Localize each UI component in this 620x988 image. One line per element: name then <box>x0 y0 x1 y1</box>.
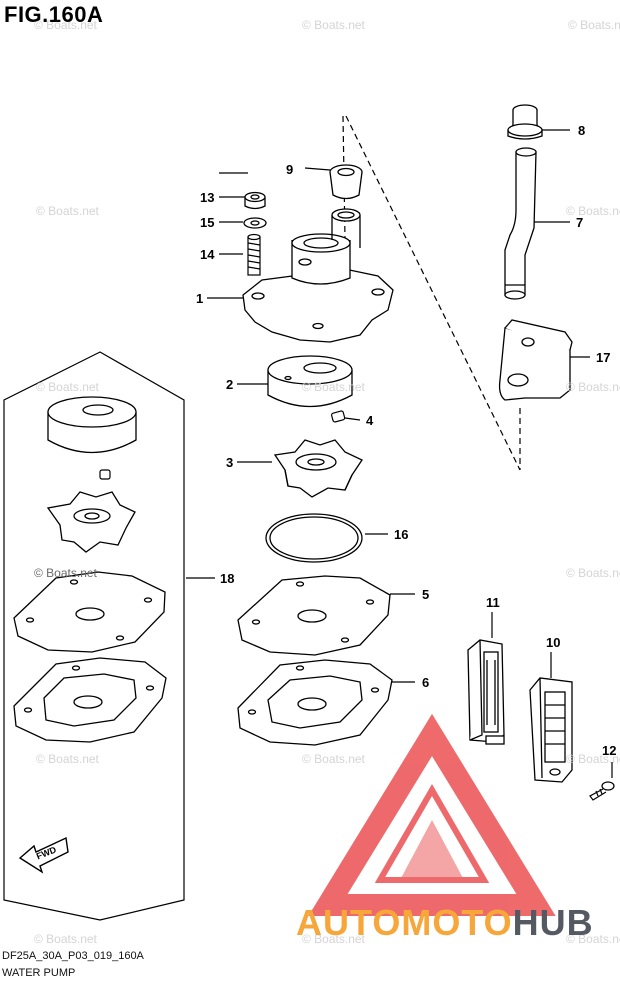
brand-part-2: HUB <box>512 902 594 943</box>
callout-13: 13 <box>200 190 215 205</box>
kit-18-gasket <box>13 571 166 653</box>
part-16-o-ring <box>265 513 363 563</box>
watermark: © Boats.net <box>566 566 620 580</box>
callout-14: 14 <box>200 247 215 262</box>
watermark: © Boats.net <box>34 932 97 946</box>
watermark: © Boats.net <box>302 932 365 946</box>
callout-12: 12 <box>602 743 617 758</box>
part-17-bracket <box>498 319 573 401</box>
figure-name: WATER PUMP <box>2 967 76 979</box>
figure-code: DF25A_30A_P03_019_160A <box>2 950 144 962</box>
part-3-impeller <box>273 439 363 498</box>
part-7-hose <box>504 147 537 300</box>
part-14-stud <box>247 233 261 276</box>
callout-15: 15 <box>200 215 215 230</box>
brand-part-1: AUTOMOTO <box>296 902 513 943</box>
watermark: © Boats.net <box>302 380 365 394</box>
callout-16: 16 <box>394 527 409 542</box>
part-6-plate <box>237 659 393 746</box>
watermark: © Boats.net <box>566 932 620 946</box>
watermark: © Boats.net <box>566 380 620 394</box>
watermark: © Boats.net <box>36 752 99 766</box>
watermark: © Boats.net <box>34 18 97 32</box>
callout-8: 8 <box>578 123 586 138</box>
watermark: © Boats.net <box>568 18 620 32</box>
kit-18-insert <box>47 396 137 454</box>
kit-18-key <box>99 469 111 480</box>
part-2-insert <box>267 355 353 408</box>
watermark: © Boats.net <box>302 18 365 32</box>
callout-1: 1 <box>196 291 204 306</box>
part-8-grommet <box>507 104 543 140</box>
watermark: © Boats.net <box>566 752 620 766</box>
part-10-cover <box>529 677 573 783</box>
watermark: © Boats.net <box>36 380 99 394</box>
callout-4: 4 <box>366 413 374 428</box>
watermark: © Boats.net <box>302 752 365 766</box>
callout-18: 18 <box>220 571 235 586</box>
watermark: © Boats.net <box>566 204 620 218</box>
part-4-key <box>331 410 346 423</box>
fwd-arrow-icon <box>18 836 69 874</box>
callout-7: 7 <box>576 215 584 230</box>
figure-title: FIG.160A <box>4 2 104 27</box>
callout-3: 3 <box>226 455 234 470</box>
part-12-screw <box>589 781 615 801</box>
callout-6: 6 <box>422 675 430 690</box>
kit-18-impeller <box>46 491 136 553</box>
kit-18-plate <box>13 657 167 743</box>
part-9-seal <box>329 164 363 200</box>
callout-17: 17 <box>596 350 611 365</box>
watermark: © Boats.net <box>34 566 97 580</box>
callout-9: 9 <box>286 162 294 177</box>
automotohub-logo-text: AUTOMOTOHUB <box>296 902 594 944</box>
callout-10: 10 <box>546 635 561 650</box>
callout-5: 5 <box>422 587 430 602</box>
callout-11: 11 <box>486 595 500 610</box>
automotohub-logo-triangle <box>308 713 556 916</box>
callout-2: 2 <box>226 377 234 392</box>
part-13-nut <box>244 191 266 210</box>
part-15-washer <box>243 217 267 229</box>
part-11-guide <box>467 639 505 745</box>
part-5-gasket <box>237 575 391 656</box>
watermark: © Boats.net <box>36 204 99 218</box>
part-1-pump-case <box>242 208 394 343</box>
